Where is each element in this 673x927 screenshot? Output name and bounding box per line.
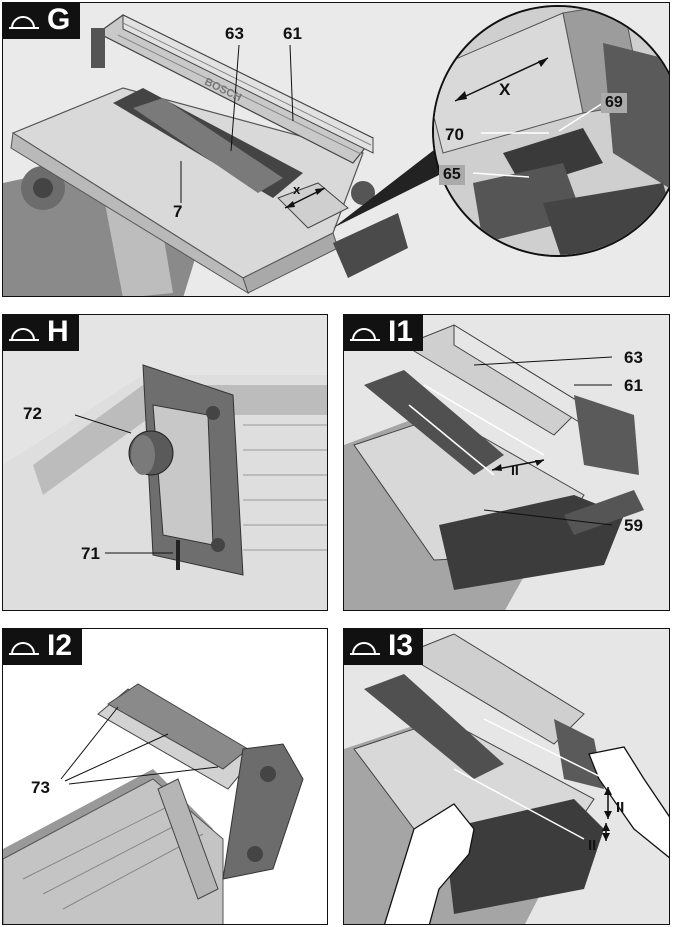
callout-63: 63	[624, 348, 643, 367]
callout-x-large: X	[499, 80, 511, 99]
callout-73: 73	[31, 778, 50, 797]
callout-65: 65	[439, 165, 465, 185]
callout-7: 7	[173, 202, 183, 221]
saw-mode-icon	[350, 642, 380, 655]
callout-II-upper: II	[616, 799, 625, 816]
figure-panel-h: H 72 71	[2, 314, 328, 611]
figure-label-g: G	[3, 3, 81, 39]
callout-63: 63	[225, 24, 244, 43]
callout-61: 61	[624, 376, 643, 395]
callout-72: 72	[23, 404, 42, 423]
illustration-table-top-with-fence	[3, 3, 669, 296]
illustration-fence-alignment	[344, 315, 669, 610]
illustration-fence-guide-bars	[3, 629, 327, 924]
saw-mode-icon	[350, 328, 380, 341]
figure-panel-i3: I3 II II	[343, 628, 670, 925]
saw-mode-icon	[9, 328, 39, 341]
figure-panel-i2: I2 73	[2, 628, 328, 925]
saw-mode-icon	[9, 16, 39, 29]
callout-59: 59	[624, 516, 643, 535]
figure-label-i3: I3	[344, 629, 424, 665]
illustration-fence-adjust-by-hand	[344, 629, 669, 924]
figure-label-h: H	[3, 315, 79, 351]
figure-panel-i1: I1 63 61 59 II	[343, 314, 670, 611]
callout-II-lower: II	[588, 837, 597, 854]
saw-mode-icon	[9, 642, 39, 655]
callout-70: 70	[445, 125, 464, 144]
figure-label-i1: I1	[344, 315, 424, 351]
figure-panel-g: G	[2, 2, 670, 297]
callout-69: 69	[601, 93, 627, 113]
callout-61: 61	[283, 24, 302, 43]
callout-II: II	[511, 462, 519, 478]
callout-x-small: x	[293, 182, 301, 197]
figure-label-i2: I2	[3, 629, 83, 665]
illustration-fence-clamp	[3, 315, 327, 610]
callout-71: 71	[81, 544, 100, 563]
